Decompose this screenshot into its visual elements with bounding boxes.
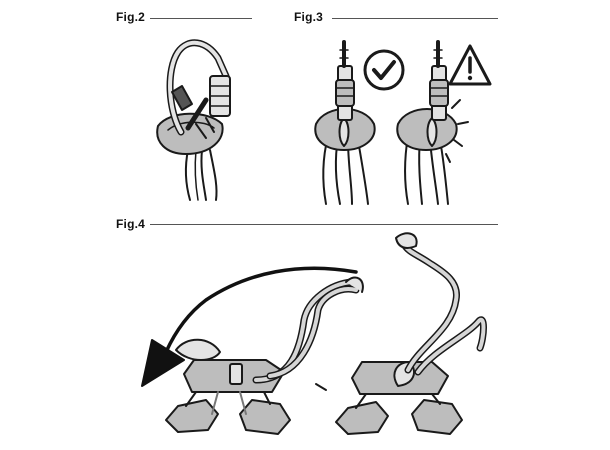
fig2-rule <box>150 18 252 19</box>
checkmark-icon <box>363 49 405 91</box>
fig4-label: Fig.4 <box>116 217 146 231</box>
fig3-rule <box>332 18 498 19</box>
arrowhead-icon <box>141 339 185 387</box>
fig4-illustration <box>141 232 487 435</box>
warning-triangle-icon <box>448 44 492 86</box>
direction-arrow <box>164 266 358 354</box>
fig3-label: Fig.3 <box>294 10 324 24</box>
fig2-illustration <box>156 39 231 201</box>
fig2-label: Fig.2 <box>116 10 146 24</box>
fig3-illustration <box>314 40 469 205</box>
fig4-rule <box>150 224 498 225</box>
